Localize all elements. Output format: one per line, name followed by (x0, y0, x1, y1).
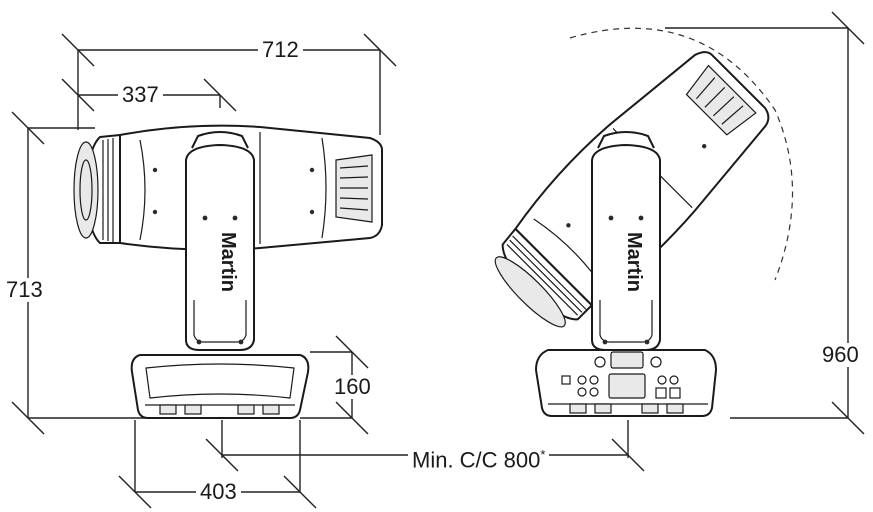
dim-cc-label: Min. C/C 800* (408, 443, 550, 473)
dim-960-label: 960 (818, 343, 863, 367)
dim-712-lines (61, 33, 397, 135)
martin-logo-icon: Martin (217, 232, 239, 292)
fixture-front-view: Martin (73, 124, 383, 419)
dim-713-lines (11, 111, 150, 435)
dim-337-label: 337 (118, 83, 163, 107)
dim-403-label: 403 (196, 480, 241, 504)
rear-vent-slats (339, 165, 369, 211)
tilt-arc (569, 27, 794, 281)
fixture-tilted-view: Martin (494, 27, 794, 417)
lens-fins (102, 138, 114, 242)
dim-713-label: 713 (2, 278, 47, 302)
base-connectors-left (561, 375, 599, 397)
dim-712-label: 712 (258, 38, 303, 62)
base-connectors-right (655, 375, 681, 399)
martin-logo-icon-2: Martin (623, 232, 645, 292)
base-feet (159, 404, 280, 415)
asterisk-mark: * (540, 447, 546, 462)
dim-160-label: 160 (330, 375, 375, 399)
